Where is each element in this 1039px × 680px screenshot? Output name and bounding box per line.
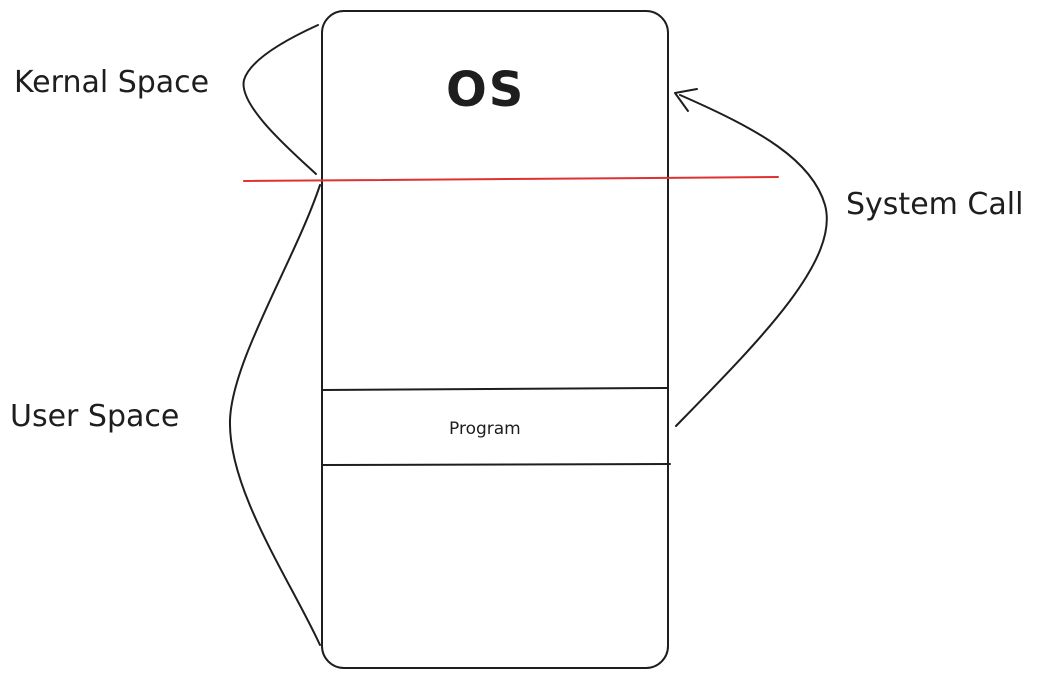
os-memory-box [321,10,669,669]
os-label: OS [446,62,526,118]
system-call-arrow [675,94,828,427]
program-label: Program [449,419,521,439]
user-space-brace [228,184,321,646]
kernel-space-brace [242,24,319,175]
program-bottom-border [322,463,671,466]
system-call-label: System Call [846,187,1024,222]
user-space-label: User Space [10,399,180,434]
kernel-user-divider-line [243,176,779,182]
kernel-space-label: Kernal Space [14,65,210,100]
system-call-arrowhead [674,88,698,112]
program-top-border [322,387,668,391]
